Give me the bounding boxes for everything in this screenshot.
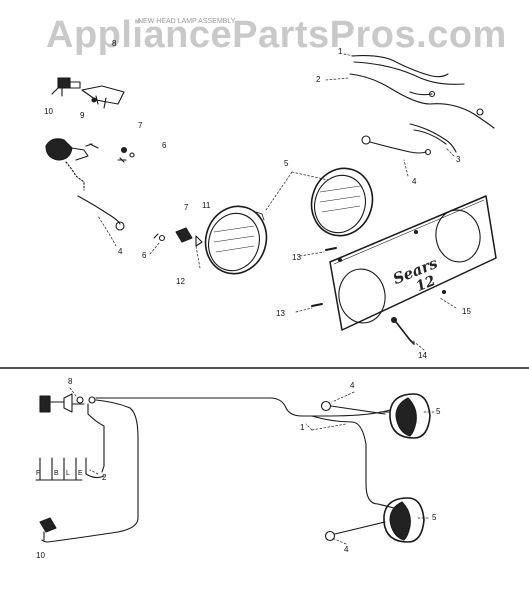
panel-screws [311,247,337,307]
callout-8: 8 [112,39,117,48]
callout-1: 1 [338,47,343,56]
headlamp-lower [383,497,425,543]
fuse-block [35,457,105,481]
lower-callout-2: 2 [102,473,107,482]
ground-wire-right [361,135,432,156]
callout-7b: 7 [184,203,189,212]
callout-7: 7 [138,121,143,130]
callout-11: 11 [202,201,211,210]
callout-13b: 13 [276,309,285,318]
wire-code-l: L [66,470,70,477]
panel-bolt [390,316,415,345]
sealed-beam-lamp-rear [310,167,374,237]
lamp-panel [329,195,497,331]
switch-knob [45,138,99,161]
lower-callout-10: 10 [36,551,45,560]
callout-6a: 6 [162,141,167,150]
leader-lines-lower [69,387,435,545]
wire-code-e: E [78,470,83,477]
lower-callout-1: 1 [300,423,305,432]
switch-assembly [51,77,81,97]
wire-harness [349,55,495,129]
hardware-screws [117,146,135,163]
mounting-clip [153,227,203,247]
lower-callout-8: 8 [68,377,73,386]
pilot-lamp [39,517,57,541]
headlamp-upper [379,393,431,439]
leader-lines-upper [97,53,457,351]
sealed-beam-lamp-front [204,205,268,275]
wire-code-b: B [54,470,59,477]
watermark-text: AppliancePartsPros.com [46,14,507,56]
callout-15: 15 [462,307,471,316]
callout-5: 5 [284,159,289,168]
lower-callout-4a: 4 [350,381,355,390]
wire-main-run [41,397,403,543]
callout-2: 2 [316,75,321,84]
callout-12: 12 [176,277,185,286]
callout-3: 3 [456,155,461,164]
callout-4a: 4 [118,247,123,256]
callout-6b: 6 [142,251,147,260]
callout-4b: 4 [412,177,417,186]
switch-block [39,393,96,413]
callout-13a: 13 [292,253,301,262]
lower-callout-5a: 5 [436,407,441,416]
lower-callout-5b: 5 [432,513,437,522]
diagram-subheading: NEW HEAD LAMP ASSEMBLY [138,18,236,25]
ground-wire-left [65,161,125,231]
lower-callout-4b: 4 [344,545,349,554]
wire-code-f: F [36,470,41,477]
retainer-clip [409,123,457,153]
ring-terminals [320,400,386,542]
callout-10: 10 [44,107,53,116]
callout-9: 9 [80,111,85,120]
callout-14: 14 [418,351,427,360]
bracket [81,85,125,109]
